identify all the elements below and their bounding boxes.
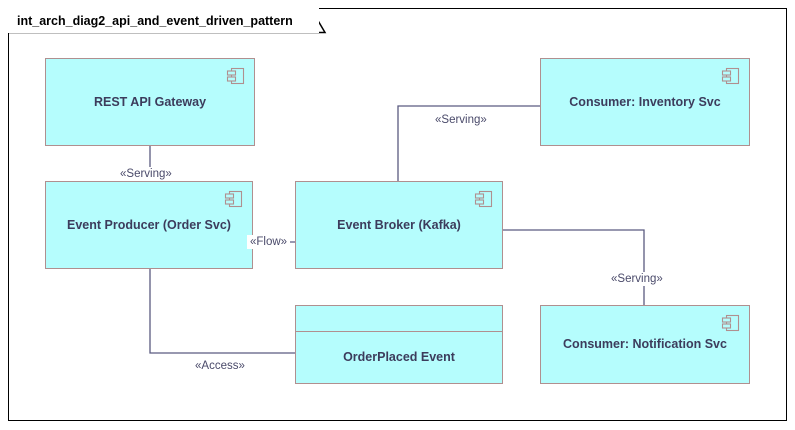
uml-component-icon	[474, 190, 493, 208]
node-label: Event Broker (Kafka)	[337, 217, 461, 232]
diagram-frame	[8, 8, 787, 421]
diagram-title: int_arch_diag2_api_and_event_driven_patt…	[17, 13, 293, 28]
node-consumer-notification-svc[interactable]: Consumer: Notification Svc	[540, 305, 750, 384]
uml-component-icon	[226, 67, 245, 85]
connector-label-serving-broker-inventory: «Serving»	[432, 113, 490, 127]
connector-label-flow-producer-broker: «Flow»	[247, 235, 291, 249]
class-name-compartment: OrderPlaced Event	[296, 332, 502, 383]
connector-label-serving-broker-notification: «Serving»	[608, 272, 666, 286]
node-label: Consumer: Inventory Svc	[569, 94, 721, 109]
node-consumer-inventory-svc[interactable]: Consumer: Inventory Svc	[540, 58, 750, 146]
connector-label-serving-gateway-producer: «Serving»	[117, 167, 175, 181]
node-rest-api-gateway[interactable]: REST API Gateway	[45, 58, 255, 146]
node-event-broker-kafka[interactable]: Event Broker (Kafka)	[295, 181, 503, 269]
uml-component-icon	[721, 67, 740, 85]
node-event-producer-order-svc[interactable]: Event Producer (Order Svc)	[45, 181, 253, 269]
uml-component-icon	[721, 314, 740, 332]
diagram-title-tab: int_arch_diag2_api_and_event_driven_patt…	[8, 8, 319, 33]
class-header-compartment	[296, 306, 502, 332]
node-orderplaced-event[interactable]: OrderPlaced Event	[295, 305, 503, 384]
node-label: Event Producer (Order Svc)	[67, 217, 231, 232]
uml-component-icon	[224, 190, 243, 208]
node-label: REST API Gateway	[93, 94, 207, 109]
node-label: OrderPlaced Event	[343, 350, 455, 364]
node-label: Consumer: Notification Svc	[563, 337, 727, 351]
connector-label-access-producer-event: «Access»	[192, 359, 248, 373]
